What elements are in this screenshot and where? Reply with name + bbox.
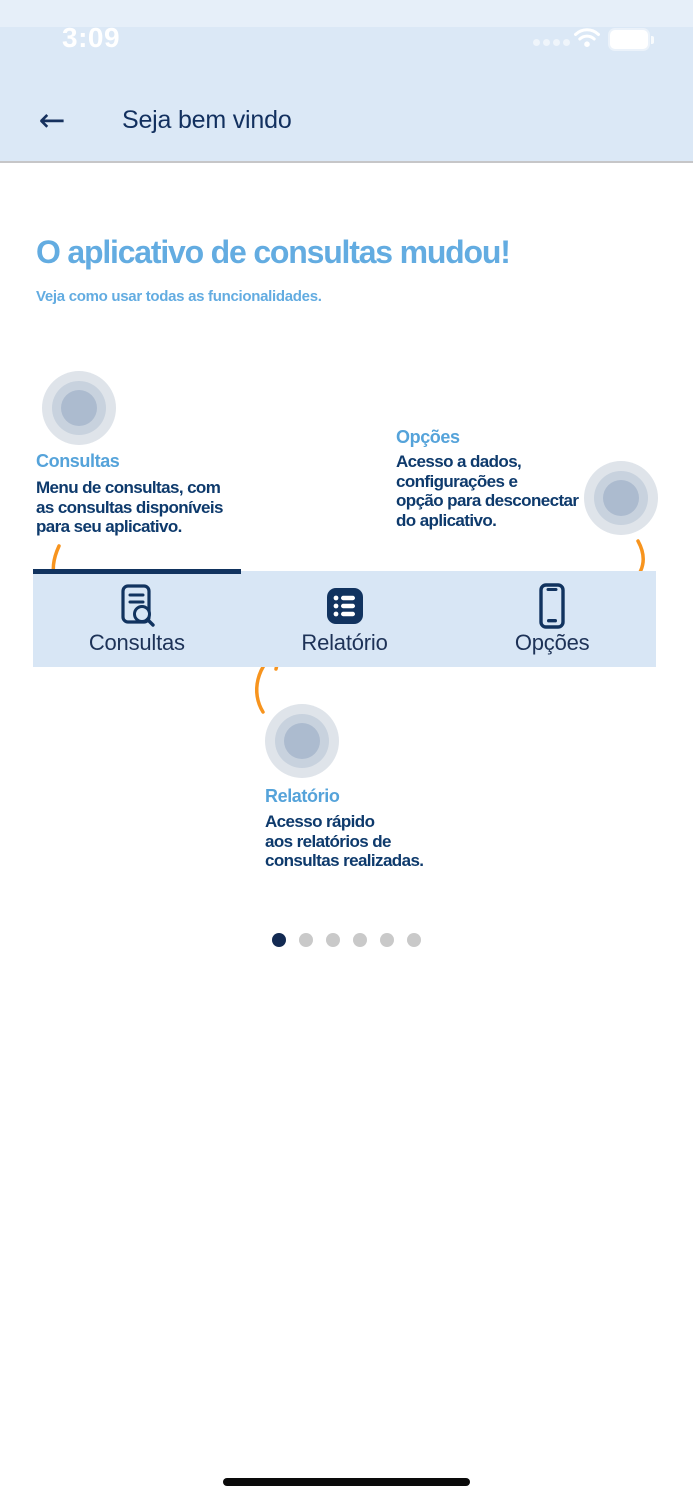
tab-label: Relatório bbox=[301, 630, 388, 655]
cellular-signal-icon bbox=[533, 39, 570, 46]
feature-title-relatorio: Relatório bbox=[265, 786, 340, 806]
highlight-circle-relatorio bbox=[265, 704, 339, 778]
back-button[interactable]: ← bbox=[30, 98, 74, 142]
tab-bar: Consultas Relatório bbox=[33, 569, 656, 667]
feature-title-opcoes: Opções bbox=[396, 427, 460, 447]
page-dot-5[interactable] bbox=[380, 933, 394, 947]
page-dot-2[interactable] bbox=[299, 933, 313, 947]
feature-text-relatorio: Acesso rápido aos relatórios de consulta… bbox=[265, 812, 424, 870]
tab-label: Opções bbox=[514, 630, 590, 655]
intro-subtitle: Veja como usar todas as funcionalidades. bbox=[36, 288, 322, 305]
highlight-circle-opcoes bbox=[584, 461, 658, 535]
tab-label: Consultas bbox=[88, 630, 185, 655]
page-dot-6[interactable] bbox=[407, 933, 421, 947]
page-dot-1[interactable] bbox=[272, 933, 286, 947]
document-search-icon bbox=[114, 584, 160, 628]
feature-text-opcoes: Acesso a dados, configurações e opção pa… bbox=[396, 452, 579, 530]
feature-title-consultas: Consultas bbox=[36, 451, 120, 471]
page-dot-3[interactable] bbox=[326, 933, 340, 947]
app-header: 3:09 ← Seja bem vindo bbox=[0, 0, 693, 163]
highlight-circle-consultas bbox=[42, 371, 116, 445]
home-indicator[interactable] bbox=[223, 1478, 470, 1486]
status-bar bbox=[0, 0, 693, 27]
page-dots bbox=[0, 933, 693, 947]
page-dot-4[interactable] bbox=[353, 933, 367, 947]
tab-relatorio[interactable]: Relatório bbox=[241, 571, 449, 667]
tab-consultas[interactable]: Consultas bbox=[33, 571, 241, 667]
page-title: Seja bem vindo bbox=[122, 106, 292, 134]
tab-opcoes[interactable]: Opções bbox=[448, 571, 656, 667]
wifi-icon bbox=[574, 28, 600, 47]
feature-text-consultas: Menu de consultas, com as consultas disp… bbox=[36, 478, 223, 536]
intro-title: O aplicativo de consultas mudou! bbox=[36, 234, 511, 270]
battery-icon bbox=[610, 30, 654, 49]
list-icon bbox=[326, 584, 364, 628]
status-time: 3:09 bbox=[62, 22, 121, 53]
active-tab-indicator bbox=[33, 569, 242, 574]
smartphone-icon bbox=[539, 583, 565, 629]
